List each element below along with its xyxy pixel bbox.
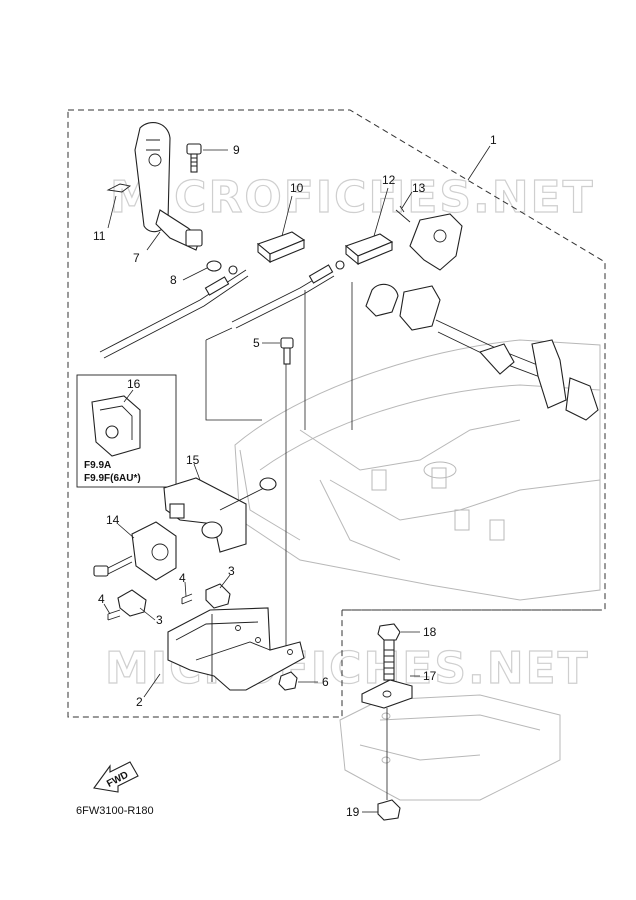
lock-clip bbox=[106, 183, 132, 193]
callout-18: 18 bbox=[423, 625, 437, 639]
bolt-5 bbox=[280, 337, 294, 365]
plate-14 bbox=[93, 521, 177, 581]
stopper-3a bbox=[205, 583, 231, 609]
shift-lever bbox=[134, 122, 203, 251]
plate-17 bbox=[361, 679, 413, 709]
callout-2: 2 bbox=[136, 695, 143, 709]
pin-13 bbox=[395, 205, 411, 223]
o-ring bbox=[206, 260, 222, 272]
callout-3b: 3 bbox=[156, 613, 163, 627]
cable-joint-10 bbox=[256, 231, 306, 264]
inset-box bbox=[76, 374, 177, 488]
shift-cable-right bbox=[231, 260, 345, 329]
callout-11: 11 bbox=[93, 229, 106, 243]
cable-joint-12 bbox=[344, 233, 394, 266]
callout-13: 13 bbox=[412, 181, 426, 195]
callout-9: 9 bbox=[233, 143, 240, 157]
pin-4b bbox=[107, 609, 121, 621]
pin-4a bbox=[181, 593, 193, 605]
callout-4b: 4 bbox=[98, 592, 105, 606]
inset-model-line1: F9.9A bbox=[84, 460, 111, 471]
bolt-18 bbox=[377, 623, 401, 681]
callout-12: 12 bbox=[382, 173, 396, 187]
callout-7: 7 bbox=[133, 251, 140, 265]
assembly-guide-lines bbox=[205, 282, 353, 650]
callout-19: 19 bbox=[346, 805, 360, 819]
fwd-arrow: FWD bbox=[93, 761, 139, 793]
shift-cam-assembly bbox=[365, 213, 599, 421]
callout-5: 5 bbox=[253, 336, 260, 350]
callout-8: 8 bbox=[170, 273, 177, 287]
shift-lever-cover-16 bbox=[91, 395, 141, 457]
stopper-3b bbox=[117, 589, 147, 617]
shift-cable-left bbox=[99, 265, 249, 359]
diagram-code: 6FW3100-R180 bbox=[76, 805, 154, 817]
callout-14: 14 bbox=[106, 513, 120, 527]
callout-10: 10 bbox=[290, 181, 304, 195]
callout-6: 6 bbox=[322, 675, 329, 689]
watermark-top: MICROFICHES.NET bbox=[110, 172, 595, 223]
callout-15: 15 bbox=[186, 453, 200, 467]
bracket-2 bbox=[167, 607, 305, 691]
assembly-boundary bbox=[67, 109, 606, 718]
nut-19 bbox=[377, 799, 401, 821]
callout-3a: 3 bbox=[228, 564, 235, 578]
nut-6 bbox=[278, 671, 298, 691]
callout-4a: 4 bbox=[179, 571, 186, 585]
callout-16: 16 bbox=[127, 377, 141, 391]
callout-17: 17 bbox=[423, 669, 437, 683]
callout-1: 1 bbox=[490, 133, 497, 147]
bolt-9 bbox=[186, 143, 202, 173]
lever-bracket-15 bbox=[163, 477, 277, 553]
engine-ghost-outline bbox=[234, 339, 601, 801]
inset-model-line2: F9.9F(6AU*) bbox=[84, 473, 141, 484]
